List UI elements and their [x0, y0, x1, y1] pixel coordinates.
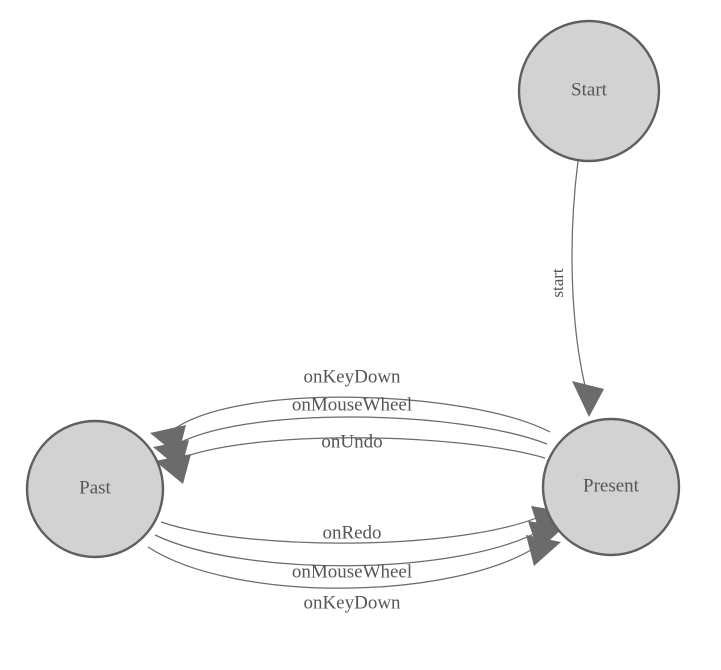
- edge-present-to-past-onmousewheel-label: onMouseWheel: [292, 394, 412, 415]
- edge-past-to-present-onredo[interactable]: onRedo: [160, 506, 567, 544]
- node-start-circle: [517, 19, 661, 163]
- node-present-label: Present: [583, 475, 640, 496]
- edge-present-to-past-onundo-path: [173, 437, 546, 462]
- edge-past-to-present-onkeydown-arrowhead: [526, 535, 561, 566]
- edge-start-to-present[interactable]: start: [548, 160, 604, 417]
- edge-past-to-present-onredo-label: onRedo: [322, 522, 381, 543]
- edge-past-to-present-onredo-path: [160, 512, 549, 544]
- edge-past-to-present-onkeydown-path: [147, 542, 543, 589]
- node-past-label: Past: [79, 477, 111, 498]
- edge-present-to-past-onkeydown-label: onKeyDown: [303, 366, 401, 387]
- edge-past-to-present-onmousewheel-path: [154, 527, 546, 567]
- node-present[interactable]: Present: [541, 417, 681, 557]
- edge-present-to-past-onkeydown-path: [168, 396, 551, 434]
- edge-start-to-present-path: [571, 160, 589, 399]
- edge-present-to-past-onmousewheel-path: [171, 416, 548, 448]
- edge-past-to-present-onkeydown-label: onKeyDown: [303, 592, 401, 613]
- node-start[interactable]: Start: [517, 19, 661, 163]
- edge-present-to-past-onundo[interactable]: onUndo: [155, 431, 546, 484]
- node-present-circle: [541, 417, 681, 557]
- node-start-label: Start: [571, 79, 608, 100]
- node-past[interactable]: Past: [25, 419, 165, 559]
- node-past-circle: [25, 419, 165, 559]
- edge-past-to-present-onmousewheel-label: onMouseWheel: [292, 561, 412, 582]
- edge-past-to-present-onkeydown[interactable]: onKeyDown: [147, 535, 561, 613]
- edge-start-to-present-label: start: [548, 268, 567, 298]
- edge-present-to-past-onundo-arrowhead: [155, 454, 191, 484]
- edge-present-to-past-onundo-label: onUndo: [321, 431, 382, 452]
- edge-start-to-present-arrowhead: [572, 381, 604, 417]
